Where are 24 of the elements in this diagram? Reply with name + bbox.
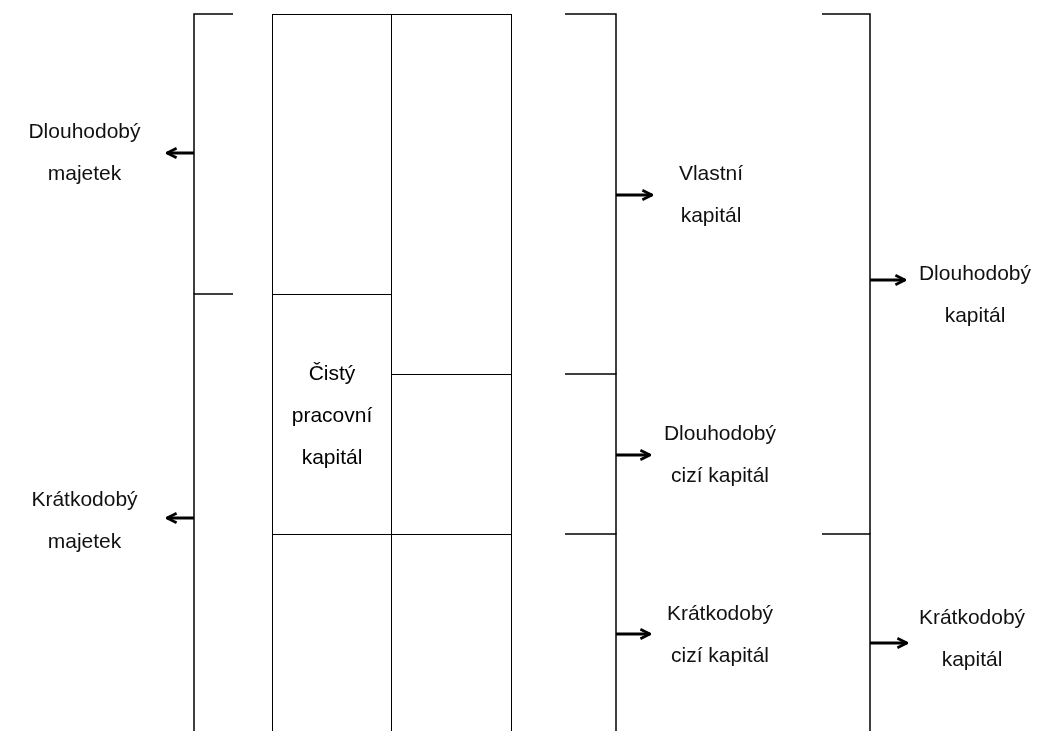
balance-label: Vlastní kapitál [652, 152, 770, 238]
balance-label: Dlouhodobý majetek [2, 110, 167, 196]
arrow [870, 636, 909, 650]
bracket [193, 293, 234, 731]
arrow [165, 146, 194, 160]
table-cell [391, 14, 512, 375]
arrow [616, 448, 652, 462]
bracket [821, 13, 871, 535]
arrow [616, 627, 652, 641]
arrow [165, 511, 194, 525]
bracket [564, 13, 617, 375]
arrow [870, 273, 907, 287]
table-cell [272, 14, 392, 295]
balance-label: Krátkodobý cizí kapitál [650, 592, 790, 678]
balance-label: Dlouhodobý cizí kapitál [650, 412, 790, 498]
bracket [564, 533, 617, 731]
arrow [616, 188, 654, 202]
bracket [564, 373, 617, 535]
balance-label: Dlouhodobý kapitál [905, 252, 1045, 338]
bracket [193, 13, 234, 295]
balance-label: Krátkodobý majetek [2, 478, 167, 564]
cell-label: Čistý pracovní kapitál [290, 359, 374, 470]
balance-label: Krátkodobý kapitál [907, 596, 1037, 682]
bracket [821, 533, 871, 731]
